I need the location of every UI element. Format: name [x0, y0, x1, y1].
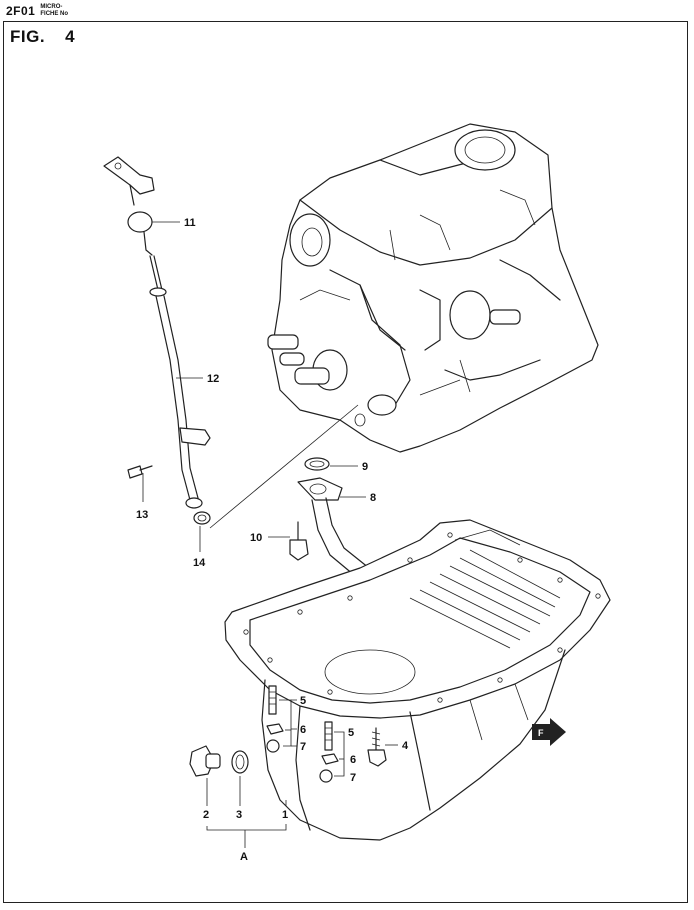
- diagram-frame: [3, 21, 688, 903]
- callout-11: 11: [184, 217, 196, 229]
- callout-14: 14: [193, 557, 206, 569]
- microfiche-label: MICRO- FICHE No: [40, 4, 69, 17]
- callout-5-left: 5: [300, 695, 306, 707]
- figure-title: FIG. 4: [10, 27, 75, 47]
- callout-5-right: 5: [348, 727, 354, 739]
- bolt-10: [289, 521, 309, 561]
- washer-6a: [266, 723, 284, 735]
- page-header: 2F01 MICRO- FICHE No: [6, 4, 68, 24]
- callout-7-right: 7: [350, 772, 356, 784]
- callout-4: 4: [402, 740, 409, 752]
- figure-label: FIG.: [10, 27, 46, 46]
- stud-bolt-5a: [268, 685, 277, 715]
- engine-block-illustration: [267, 123, 599, 453]
- callout-6-left: 6: [300, 724, 306, 736]
- gasket-9: [304, 457, 330, 471]
- callout-12: 12: [207, 373, 219, 385]
- drain-gasket-3: [231, 750, 249, 774]
- callout-1: 1: [282, 809, 288, 821]
- callout-13: 13: [136, 509, 148, 521]
- oil-pan-illustration: [224, 519, 611, 841]
- drain-plug-2: [189, 745, 221, 777]
- callout-7-left: 7: [300, 741, 306, 753]
- callout-8: 8: [370, 492, 376, 504]
- nut-7a: [266, 739, 280, 753]
- callout-3: 3: [236, 809, 242, 821]
- svg-text:F: F: [538, 728, 544, 738]
- callout-10: 10: [250, 532, 262, 544]
- o-ring-14: [193, 511, 211, 525]
- stud-bolt-5b: [324, 721, 333, 751]
- dipstick-illustration: [103, 156, 211, 509]
- callout-A: A: [240, 851, 248, 863]
- washer-6b: [321, 753, 339, 765]
- callout-6-right: 6: [350, 754, 356, 766]
- bolt-4: [367, 727, 387, 767]
- front-arrow-icon: F: [532, 718, 566, 746]
- callout-2: 2: [203, 809, 209, 821]
- diagram-code: 2F01: [6, 4, 36, 18]
- callout-9: 9: [362, 461, 368, 473]
- figure-number: 4: [65, 27, 76, 46]
- nut-7b: [319, 769, 333, 783]
